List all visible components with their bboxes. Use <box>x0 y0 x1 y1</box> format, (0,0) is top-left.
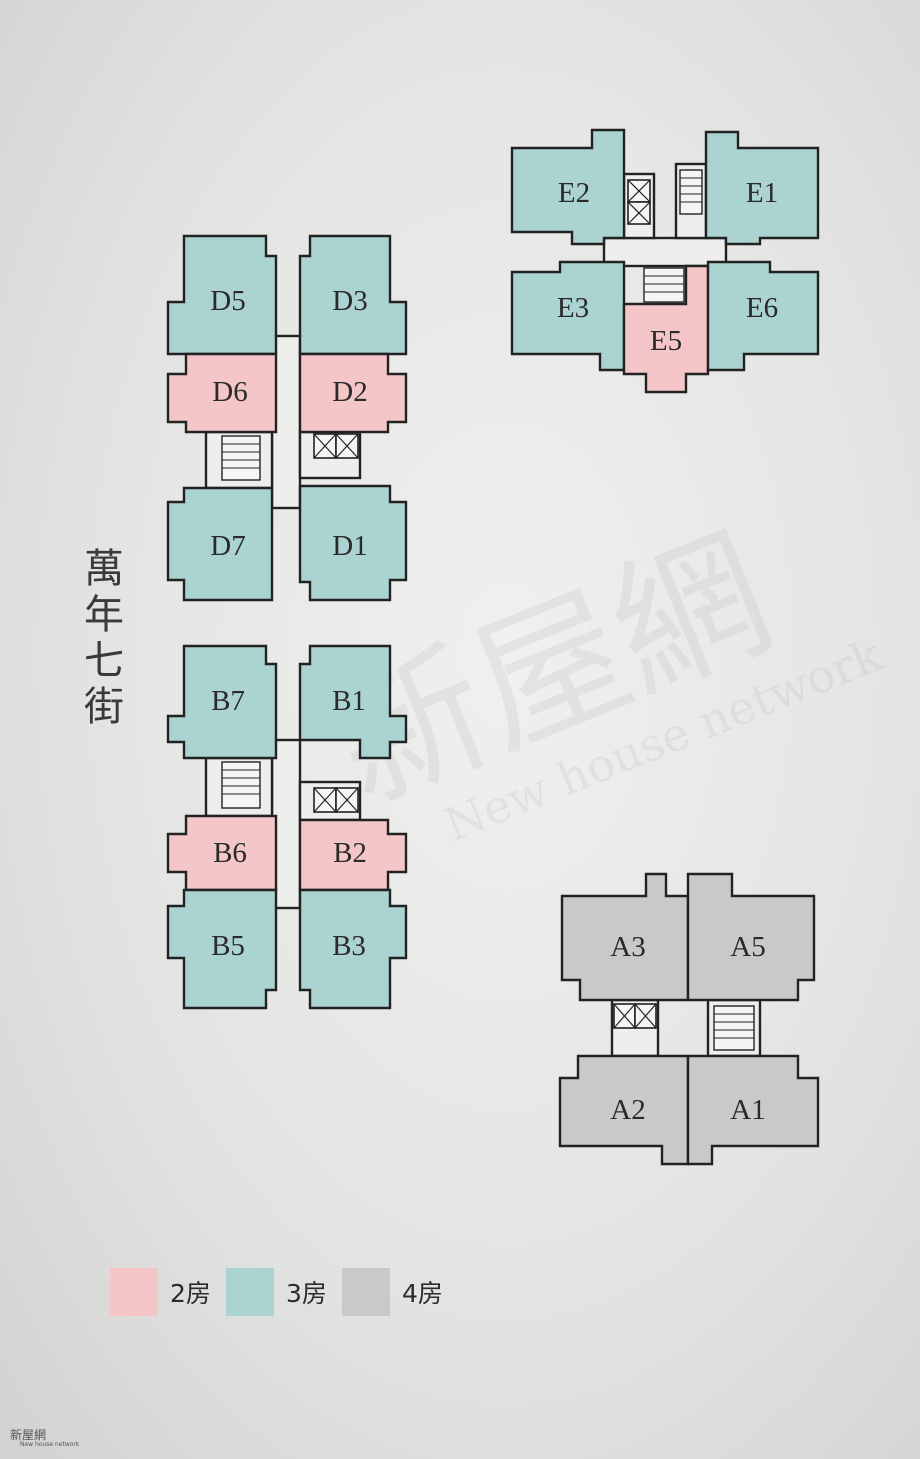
building-a: A3 A5 A2 A1 <box>558 872 820 1166</box>
unit-label-b2: B2 <box>333 837 367 869</box>
legend-swatch-2-room <box>110 1268 158 1316</box>
unit-label-e2: E2 <box>558 177 590 209</box>
unit-a5[interactable] <box>686 872 816 1002</box>
stairs <box>221 761 261 809</box>
unit-label-d3: D3 <box>332 285 367 317</box>
legend-swatch-3-room <box>226 1268 274 1316</box>
unit-d6[interactable] <box>166 352 278 434</box>
unit-label-b3: B3 <box>332 930 366 962</box>
elevator <box>627 179 651 225</box>
elevator <box>613 1003 657 1029</box>
unit-label-d5: D5 <box>210 285 245 317</box>
stairs <box>713 1005 755 1051</box>
stairs <box>221 435 261 481</box>
legend-label-4-room: 4房 <box>402 1279 443 1308</box>
unit-label-d1: D1 <box>332 530 367 562</box>
legend-3-room: 3房 <box>226 1268 327 1316</box>
unit-label-a2: A2 <box>610 1094 645 1126</box>
unit-d2[interactable] <box>298 352 408 434</box>
unit-e5[interactable] <box>622 264 710 394</box>
elevator <box>313 433 359 459</box>
unit-d3[interactable] <box>298 234 408 356</box>
elevator <box>313 787 359 813</box>
brand-name: 新屋網 <box>10 1428 47 1442</box>
unit-label-e3: E3 <box>557 292 589 324</box>
unit-label-b5: B5 <box>211 930 245 962</box>
legend-4-room: 4房 <box>342 1268 443 1316</box>
unit-label-d2: D2 <box>332 376 367 408</box>
unit-b3[interactable] <box>298 888 408 1010</box>
building-d: D5 D3 D6 D2 D7 D1 <box>166 234 408 602</box>
unit-b1[interactable] <box>298 644 408 760</box>
street-name: 萬年七街 <box>84 546 124 730</box>
unit-label-b7: B7 <box>211 685 245 717</box>
unit-e6[interactable] <box>706 260 820 372</box>
stairs <box>643 169 703 303</box>
legend-swatch-4-room <box>342 1268 390 1316</box>
unit-label-e1: E1 <box>746 177 778 209</box>
unit-b7[interactable] <box>166 644 278 760</box>
brand-tagline: New house network <box>20 1441 80 1448</box>
building-b: B7 B1 B6 B2 B5 B3 <box>166 644 408 1010</box>
building-e: E2 E1 E3 E5 E6 <box>510 128 820 394</box>
unit-e2[interactable] <box>510 128 626 246</box>
unit-label-a1: A1 <box>730 1094 765 1126</box>
brand-logo: 新屋網 New house network <box>10 1426 79 1448</box>
unit-b5[interactable] <box>166 888 278 1010</box>
unit-label-d6: D6 <box>212 376 247 408</box>
unit-b6[interactable] <box>166 814 278 892</box>
legend-label-3-room: 3房 <box>286 1279 327 1308</box>
unit-label-b1: B1 <box>332 685 366 717</box>
unit-a1[interactable] <box>686 1054 820 1166</box>
legend-2-room: 2房 <box>110 1268 211 1316</box>
unit-label-d7: D7 <box>210 530 245 562</box>
unit-label-a3: A3 <box>610 931 645 963</box>
unit-label-e5: E5 <box>650 325 682 357</box>
unit-label-e6: E6 <box>746 292 778 324</box>
legend-label-2-room: 2房 <box>170 1279 211 1308</box>
unit-d1[interactable] <box>298 484 408 602</box>
unit-label-b6: B6 <box>213 837 247 869</box>
unit-e1[interactable] <box>704 130 820 246</box>
unit-label-a5: A5 <box>730 931 765 963</box>
unit-d7[interactable] <box>166 486 274 602</box>
